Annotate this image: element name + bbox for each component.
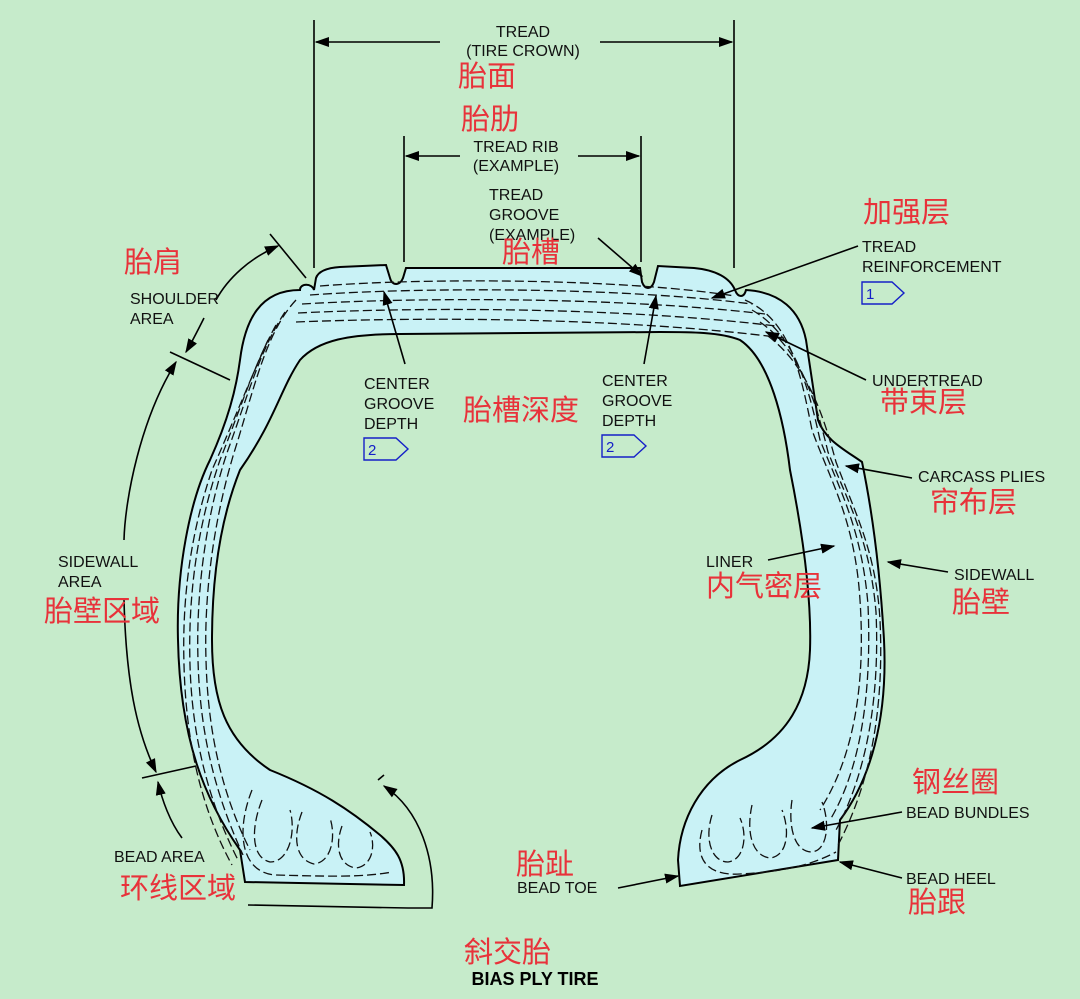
- label-tread-groove-1: TREAD: [489, 187, 543, 204]
- dimension-lines: [123, 20, 949, 909]
- label-shoulder: SHOULDER: [130, 291, 219, 308]
- chinese-labels: 胎面 胎肋 胎槽 加强层 胎肩 胎槽深度 带束层 帘布层 胎壁区域 内气密层 胎…: [44, 59, 1017, 969]
- label-carcass-plies: CARCASS PLIES: [918, 469, 1045, 486]
- label-center-groove-right-2: GROOVE: [602, 393, 672, 410]
- label-bead-toe-zh: 胎趾: [516, 847, 574, 881]
- label-tread-zh: 胎面: [458, 59, 516, 93]
- label-center-groove-right-1: CENTER: [602, 373, 668, 390]
- note-tag-groove-left-number: 2: [368, 442, 376, 459]
- label-undertread-zh: 带束层: [880, 385, 967, 419]
- label-tread-groove-3: (EXAMPLE): [489, 227, 575, 244]
- label-sidewall-zh: 胎壁: [952, 585, 1010, 619]
- label-sidewall-area-zh: 胎壁区域: [44, 594, 160, 628]
- note-tag-groove-right-number: 2: [606, 439, 614, 456]
- label-carcass-zh: 帘布层: [930, 485, 1017, 519]
- label-undertread: UNDERTREAD: [872, 373, 983, 390]
- label-tread-rib-example: (EXAMPLE): [473, 158, 559, 175]
- label-sidewall: SIDEWALL: [954, 567, 1034, 584]
- diagram-title-zh: 斜交胎: [464, 935, 551, 969]
- label-tread: TREAD: [496, 24, 550, 41]
- label-groove-depth-zh: 胎槽深度: [463, 393, 579, 427]
- label-bead-heel-zh: 胎跟: [908, 885, 966, 919]
- english-labels: TREAD (TIRE CROWN) TREAD RIB (EXAMPLE) T…: [58, 24, 1045, 989]
- label-shoulder-area: AREA: [130, 311, 174, 328]
- label-tread-crown: (TIRE CROWN): [466, 43, 580, 60]
- label-tread-rib: TREAD RIB: [473, 139, 558, 156]
- label-center-groove-left-3: DEPTH: [364, 416, 418, 433]
- label-tread-reinforcement-1: TREAD: [862, 239, 916, 256]
- label-center-groove-left-1: CENTER: [364, 376, 430, 393]
- label-tread-groove-zh: 胎槽: [502, 235, 560, 269]
- label-bead-heel: BEAD HEEL: [906, 871, 996, 888]
- label-liner-zh: 内气密层: [706, 569, 822, 603]
- label-tread-groove-2: GROOVE: [489, 207, 559, 224]
- label-tread-rib-zh: 胎肋: [461, 102, 519, 136]
- label-liner: LINER: [706, 554, 753, 571]
- label-tread-reinforcement-2: REINFORCEMENT: [862, 259, 1002, 276]
- note-tags: 1 2 2: [363, 281, 906, 461]
- diagram-title-en: BIAS PLY TIRE: [471, 969, 598, 989]
- label-bead-bundles-zh: 钢丝圈: [912, 765, 999, 799]
- label-center-groove-left-2: GROOVE: [364, 396, 434, 413]
- note-tag-groove-right: 2: [601, 434, 648, 458]
- label-shoulder-zh: 胎肩: [124, 245, 182, 279]
- label-sidewall-area-1: SIDEWALL: [58, 554, 138, 571]
- label-tread-reinforcement-zh: 加强层: [863, 195, 950, 229]
- label-bead-area: BEAD AREA: [114, 849, 205, 866]
- label-bead-toe: BEAD TOE: [517, 880, 597, 897]
- label-center-groove-right-3: DEPTH: [602, 413, 656, 430]
- note-tag-tread-reinforcement: 1: [861, 281, 906, 305]
- note-tag-tread-reinforcement-number: 1: [866, 286, 874, 303]
- note-tag-groove-left: 2: [363, 437, 410, 461]
- label-sidewall-area-2: AREA: [58, 574, 102, 591]
- label-bead-area-zh: 环线区域: [120, 871, 236, 905]
- label-bead-bundles: BEAD BUNDLES: [906, 805, 1030, 822]
